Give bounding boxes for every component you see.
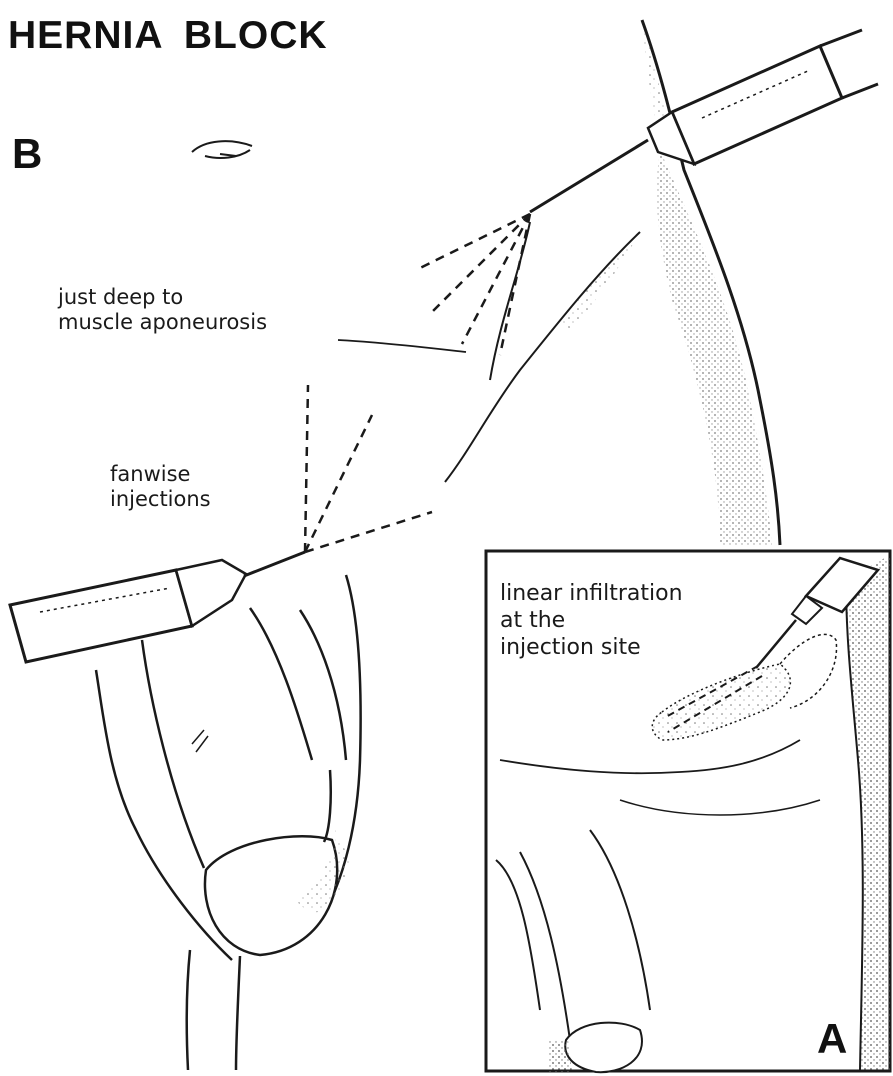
aponeurosis-leader [338,340,466,352]
hair-mark [192,730,208,752]
flank-shading [657,150,772,545]
lower-fan-injections [305,385,432,552]
figure-title: HERNIA BLOCK [8,14,328,58]
label-linear-infiltration: linear infiltration at the injection sit… [500,580,683,661]
upper-syringe [530,30,878,212]
genitalia-outline [96,575,361,1070]
umbilicus-sketch [192,141,252,158]
label-fanwise-injections: fanwise injections [110,462,211,512]
panel-label-b: B [12,133,42,175]
label-deep-to-aponeurosis: just deep to muscle aponeurosis [58,285,267,335]
groin-shading [560,232,640,330]
panel-label-a: A [817,1018,847,1060]
lower-syringe [10,552,305,662]
